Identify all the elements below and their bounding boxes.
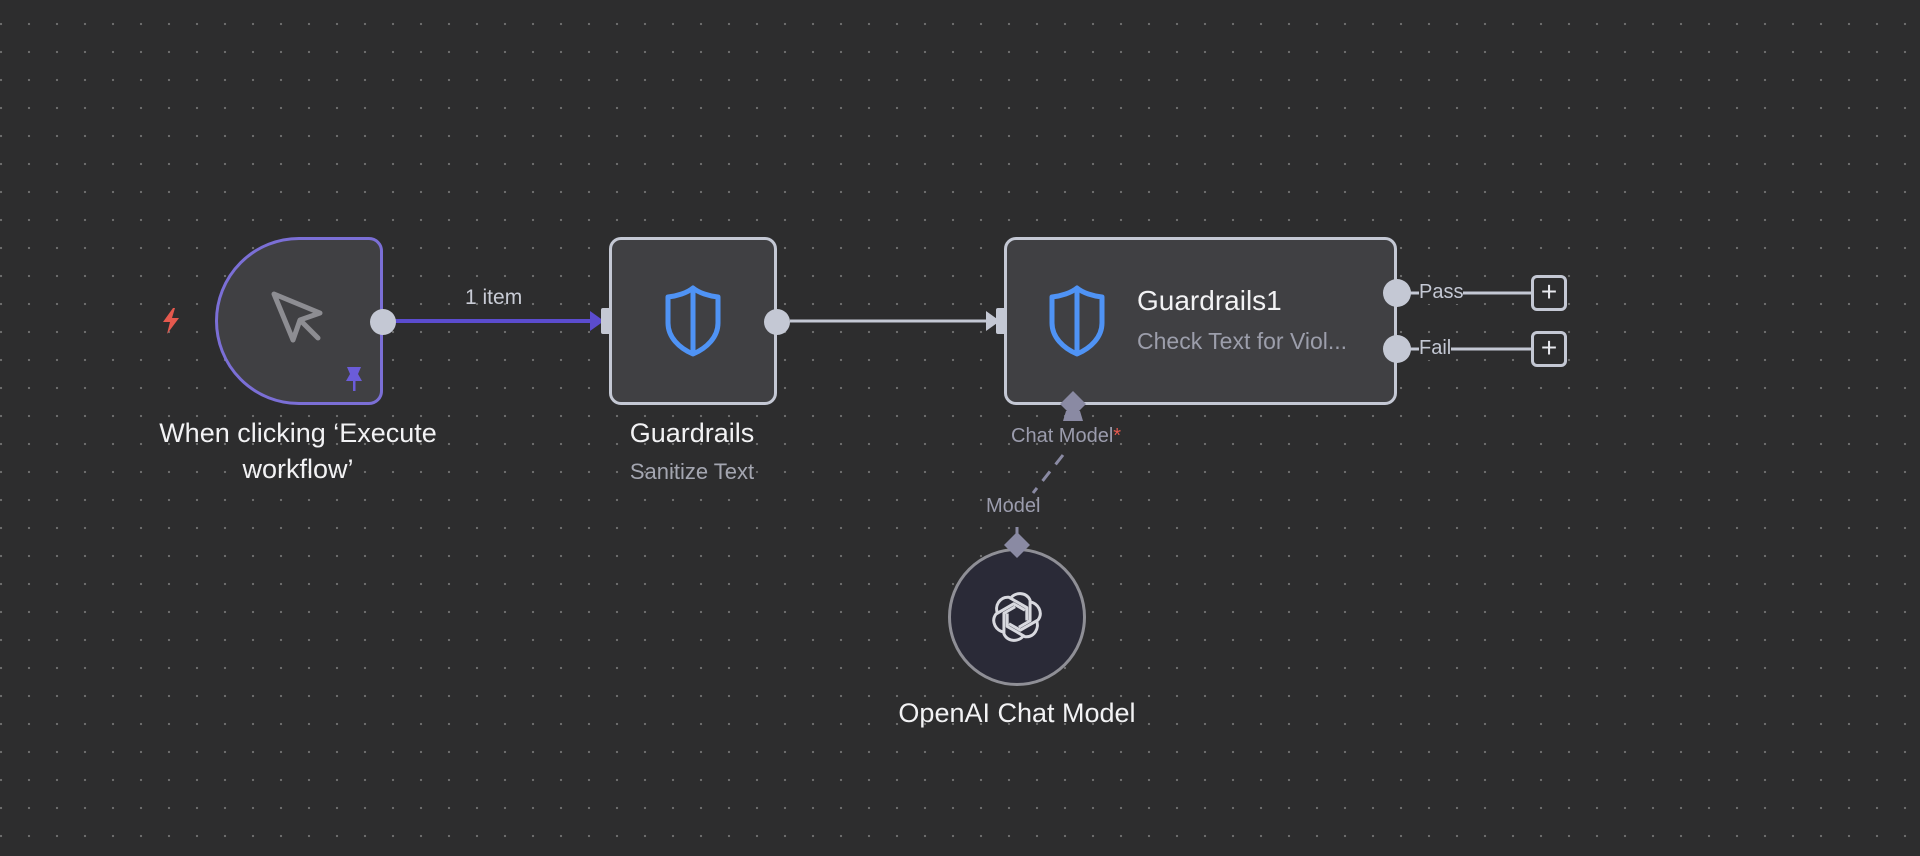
trigger-output-handle[interactable] (370, 309, 396, 335)
openai-logo-icon (951, 551, 1083, 683)
edge-trigger-to-guardrails[interactable] (395, 311, 604, 331)
guardrails1-node-title: Guardrails1 (1137, 285, 1282, 316)
openai-chat-model-title: OpenAI Chat Model (898, 698, 1136, 728)
edge-arrowhead-icon (590, 311, 604, 331)
trigger-node-title-line1: When clicking ‘Execute (159, 418, 437, 448)
add-node-fail-button[interactable]: + (1531, 331, 1567, 367)
guardrails1-node[interactable] (1004, 237, 1397, 405)
chat-model-label-text: Chat Model (1011, 425, 1114, 447)
openai-chat-model-node[interactable] (948, 548, 1086, 686)
guardrails-node-subtitle: Sanitize Text (629, 459, 755, 484)
model-output-label: Model (986, 495, 1041, 517)
cursor-click-icon (266, 288, 330, 352)
chat-model-input-handle[interactable] (1060, 391, 1086, 421)
chat-model-input-label: Chat Model* (1011, 425, 1121, 448)
shield-icon (660, 285, 726, 357)
add-node-pass-button[interactable]: + (1531, 275, 1567, 311)
shield-icon (1044, 285, 1110, 357)
pin-icon[interactable] (342, 366, 366, 392)
guardrails-node-title: Guardrails (629, 418, 755, 448)
trigger-node-title-line2: workflow’ (242, 454, 354, 484)
lightning-icon (156, 305, 186, 337)
model-output-handle[interactable] (1004, 532, 1030, 558)
required-asterisk: * (1113, 425, 1122, 447)
trigger-node[interactable] (215, 237, 383, 405)
guardrails1-node-subtitle: Check Text for Viol... (1137, 328, 1348, 354)
edge-openai-to-guardrails1[interactable] (1031, 454, 1065, 494)
pass-output-label: Pass (1419, 281, 1464, 304)
guardrails-node[interactable] (609, 237, 777, 405)
guardrails-output-handle[interactable] (764, 309, 790, 335)
edge-guardrails-to-guardrails1[interactable] (790, 311, 1000, 331)
edge-arrowhead-icon (986, 311, 1000, 331)
edge-item-count-label: 1 item (465, 286, 523, 309)
fail-output-handle[interactable] (1383, 335, 1411, 363)
fail-output-label: Fail (1419, 337, 1452, 360)
pass-output-handle[interactable] (1383, 279, 1411, 307)
